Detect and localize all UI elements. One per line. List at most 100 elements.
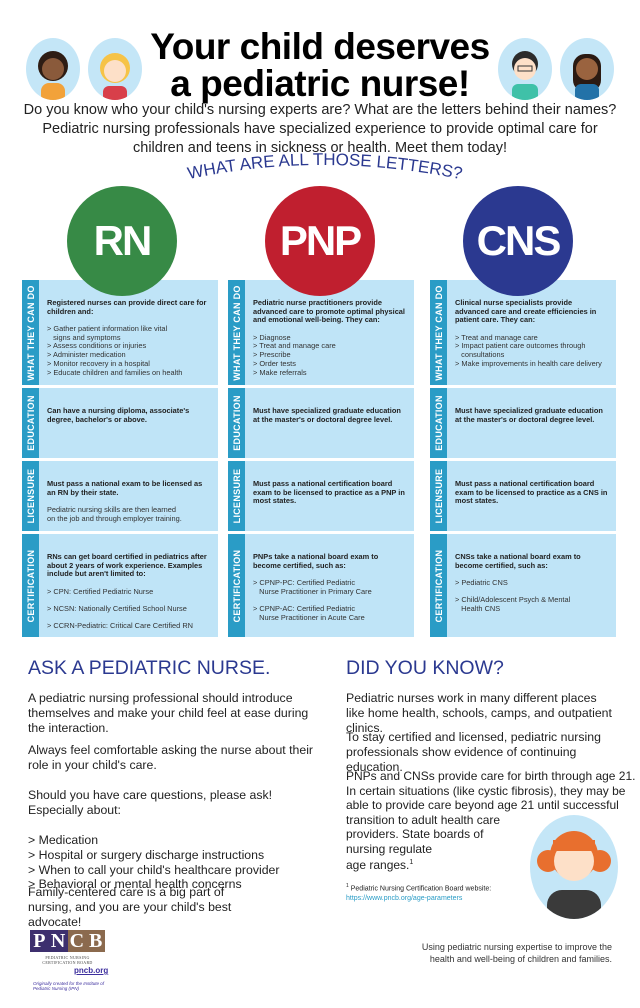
row-licensure: LICENSURE Must pass a national exam to be… (22, 461, 218, 531)
cell-lead: Pediatric nurse practitioners provide ad… (253, 298, 405, 325)
cell-lead: Must pass a national exam to be licensed… (47, 479, 203, 497)
cell-item: > Treat and manage care (253, 341, 336, 351)
cell-lead: Must have specialized graduate education… (253, 406, 401, 424)
row-label: WHAT THEY CAN DO (25, 284, 36, 381)
ask-list: > Medication > Hospital or surgery disch… (28, 833, 318, 892)
text-line: providers. State boards of (346, 827, 484, 841)
credit: Originally created for the Institute of … (33, 981, 105, 991)
pncb-link[interactable]: pncb.org (74, 966, 109, 975)
cell-item: > Prescribe (253, 350, 291, 360)
cell-content: Must pass a national certification board… (447, 461, 616, 531)
know-p3-block: PNPs and CNSs provide care for birth thr… (346, 769, 636, 904)
cell-lead: CNSs take a national board exam to becom… (455, 552, 581, 570)
intro-line: children and teens in sickness or health… (133, 140, 507, 156)
cell-item: > Administer medication (47, 350, 126, 360)
cell-content: CNSs take a national board exam to becom… (447, 534, 616, 637)
cell-item: > Impact patient care outcomes through c… (455, 341, 586, 360)
intro-line: Do you know who your child's nursing exp… (23, 102, 617, 118)
page-title: Your child deserves a pediatric nurse! (120, 28, 520, 102)
cell-item: > Order tests (253, 358, 296, 368)
know-p1: Pediatric nurses work in many different … (346, 691, 612, 735)
cell-content: Must pass a national certification board… (245, 461, 414, 531)
cell-lead: Must have specialized graduate education… (455, 406, 603, 424)
logo-subtitle: PEDIATRIC NURSING CERTIFICATION BOARD (42, 955, 93, 965)
cns-circle: CNS (463, 186, 573, 296)
child-avatar-2 (88, 38, 142, 100)
tagline-line: Using pediatric nursing expertise to imp… (421, 942, 612, 952)
know-p3: PNPs and CNSs provide care for birth thr… (346, 769, 636, 812)
child-avatar-4 (560, 38, 614, 100)
row-label-tab: WHAT THEY CAN DO (430, 280, 447, 385)
cell-item: > Assess conditions or injuries (47, 341, 147, 351)
row-label: CERTIFICATION (25, 549, 36, 622)
cell-content: Must pass a national exam to be licensed… (39, 461, 218, 531)
cell-lead: RNs can get board certified in pediatric… (47, 552, 207, 579)
footnote: 1 Pediatric Nursing Certification Board … (346, 881, 636, 904)
row-label: WHAT THEY CAN DO (231, 284, 242, 381)
cell-content: Pediatric nurse practitioners provide ad… (245, 280, 414, 385)
pnp-circle: PNP (265, 186, 375, 296)
ask-p3: Should you have care questions, please a… (28, 788, 273, 817)
tagline: Using pediatric nursing expertise to imp… (380, 941, 612, 965)
row-licensure: LICENSURE Must pass a national certificat… (430, 461, 616, 531)
know-p3-cont: transition to adult health care provider… (346, 813, 636, 873)
cell-lead: Must pass a national certification board… (455, 479, 608, 506)
row-label: CERTIFICATION (433, 549, 444, 622)
row-label-tab: CERTIFICATION (22, 534, 39, 637)
row-label: CERTIFICATION (231, 549, 242, 622)
row-label: EDUCATION (231, 395, 242, 451)
ask-p1: A pediatric nursing professional should … (28, 691, 309, 735)
cell-lead: Clinical nurse specialists provide advan… (455, 298, 597, 325)
cell-item: > CPNP-PC: Certified Pediatric Nurse Pra… (253, 578, 372, 596)
column-rn: WHAT THEY CAN DO Registered nurses can pr… (22, 280, 218, 637)
rn-circle: RN (67, 186, 177, 296)
text-line: nursing regulate (346, 841, 433, 856)
row-certification: CERTIFICATION CNSs take a national board … (430, 534, 616, 637)
list-item: > When to call your child's healthcare p… (28, 862, 280, 877)
cell-content: Must have specialized graduate education… (447, 388, 616, 458)
row-label-tab: EDUCATION (228, 388, 245, 458)
row-label-tab: LICENSURE (22, 461, 39, 531)
ask-p4: Family-centered care is a big part of nu… (28, 885, 232, 929)
nurse-illustration (530, 815, 618, 919)
row-label-tab: CERTIFICATION (228, 534, 245, 637)
row-label: LICENSURE (25, 468, 36, 524)
cell-item: > Educate children and families on healt… (47, 367, 183, 377)
footnote-link[interactable]: https://www.pncb.org/age-parameters (346, 894, 463, 902)
text-line: transition to adult health care (346, 812, 501, 827)
footnote-text: Pediatric Nursing Certification Board we… (350, 884, 492, 892)
list-item: > Medication (28, 833, 99, 847)
row-label-tab: CERTIFICATION (430, 534, 447, 637)
row-label-tab: WHAT THEY CAN DO (22, 280, 39, 385)
row-label: LICENSURE (433, 468, 444, 524)
row-what-they-can-do: WHAT THEY CAN DO Clinical nurse specialis… (430, 280, 616, 385)
row-what-they-can-do: WHAT THEY CAN DO Pediatric nurse practiti… (228, 280, 414, 385)
intro-paragraph: Do you know who your child's nursing exp… (0, 101, 640, 158)
list-item: > Behavioral or mental health concerns (28, 877, 242, 892)
cell-item: > CPNP-AC: Certified Pediatric Nurse Pra… (253, 604, 365, 622)
cell-lead: Registered nurses can provide direct car… (47, 298, 207, 316)
cell-item: Pediatric nursing skills are then learne… (47, 505, 182, 523)
cell-content: Registered nurses can provide direct car… (39, 280, 218, 385)
cell-content: Clinical nurse specialists provide advan… (447, 280, 616, 385)
cell-lead: Can have a nursing diploma, associate's … (47, 406, 190, 424)
row-education: EDUCATION Must have specialized graduate … (228, 388, 414, 458)
cell-item: > CCRN-Pediatric: Critical Care Certifie… (47, 621, 193, 631)
row-label-tab: WHAT THEY CAN DO (228, 280, 245, 385)
row-certification: CERTIFICATION RNs can get board certified… (22, 534, 218, 637)
cell-lead: Must pass a national certification board… (253, 479, 405, 506)
know-p2: To stay certified and licensed, pediatri… (346, 730, 601, 774)
cell-content: Must have specialized graduate education… (245, 388, 414, 458)
row-label: LICENSURE (231, 468, 242, 524)
row-label-tab: EDUCATION (22, 388, 39, 458)
cell-item: > Make improvements in health care deliv… (455, 358, 602, 368)
list-item: > Hospital or surgery discharge instruct… (28, 847, 265, 862)
subtitle: WHAT ARE ALL THOSE LETTERS? (186, 150, 464, 183)
row-label: EDUCATION (25, 395, 36, 451)
row-licensure: LICENSURE Must pass a national certificat… (228, 461, 414, 531)
column-cns: WHAT THEY CAN DO Clinical nurse specialis… (430, 280, 616, 637)
cell-content: RNs can get board certified in pediatric… (39, 534, 218, 637)
